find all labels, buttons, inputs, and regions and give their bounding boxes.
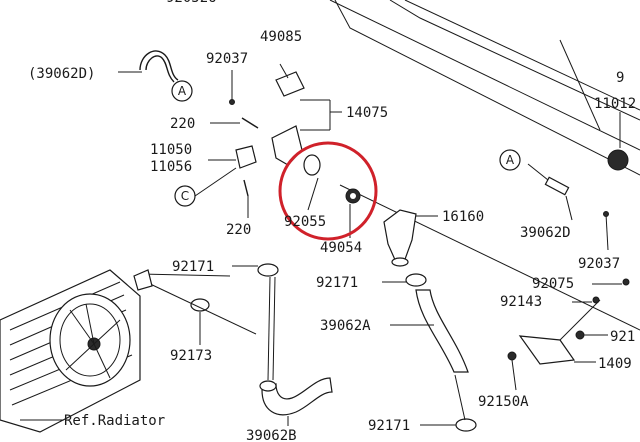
part-label-92037: 92037 [206,51,248,67]
part-label-92075: 92075 [532,276,574,292]
part-label-92171: 92171 [172,259,214,275]
svg-text:A: A [506,153,515,167]
bolt-92150A [507,351,517,391]
part-label-220-bottom: 220 [226,222,251,238]
part-label-1409: 1409 [598,356,632,372]
leader-radiator-b [139,273,231,277]
part-label-39062B: 39062B [246,428,297,442]
hose-clamp-92173 [190,298,210,345]
part-label-92037-right: 92037 [578,256,620,272]
part-label-49085: 49085 [260,29,302,45]
part-label-49054: 49054 [320,240,362,256]
hose-39062D-right [527,163,573,221]
cap-11012 [607,112,629,171]
bracket-11050 [208,145,257,169]
part-label-39062D: 39062D [520,225,571,241]
hose-39062A [390,289,469,421]
bolt-220-top [210,117,259,129]
svg-text:C: C [181,189,189,203]
bolt-92037-right [603,211,609,251]
part-label-92143: 92143 [500,294,542,310]
part-label-92171-c: 92171 [368,418,410,434]
part-label-16160: 16160 [442,209,484,225]
circle-ref-C-left: C [174,167,237,207]
part-label-11056: 11056 [150,159,192,175]
part-label-39062A: 39062A [320,318,371,334]
part-label-11050: 11050 [150,142,192,158]
bracket-1409 [518,335,596,365]
thermostat-49054 [345,188,361,238]
part-label-92173: 92173 [170,348,212,364]
circle-ref-A-right: A [499,149,521,171]
part-label-92150A: 92150A [478,394,529,410]
thermostat-housing-cover [271,63,342,166]
hose-clamp-92171-c [420,418,477,432]
circle-ref-A-top: A [171,80,193,102]
part-label-11012: 11012 [594,96,636,112]
highlight-circle [278,141,378,241]
part-label-ref-radiator: Ref.Radiator [64,413,165,429]
part-label-14075: 14075 [346,105,388,121]
bolt-92037-top [229,70,235,105]
thermostat-housing-16160 [383,209,438,267]
part-label: 920526 [166,0,217,6]
bolt-921-right [575,330,608,340]
radiator-assembly [0,269,153,433]
part-label-92171-b: 92171 [316,275,358,291]
leader-radiator [145,281,257,335]
part-label-92055: 92055 [284,214,326,230]
part-label-39062D-paren: (39062D) [28,66,95,82]
part-label-921: 921 [610,329,635,345]
svg-text:A: A [178,84,187,98]
part-label-9: 9 [616,70,624,86]
o-ring-92055 [303,154,321,211]
hose-39062B [259,276,333,426]
hose-clamp-92171-a [232,263,279,277]
frame-outline [329,0,640,331]
nuts-92075-92143 [559,278,630,341]
hose-clamp-92171-b [382,273,427,287]
part-label-220: 220 [170,116,195,132]
bolt-220-bottom [243,179,249,218]
breather-hose-39062D [118,50,179,83]
